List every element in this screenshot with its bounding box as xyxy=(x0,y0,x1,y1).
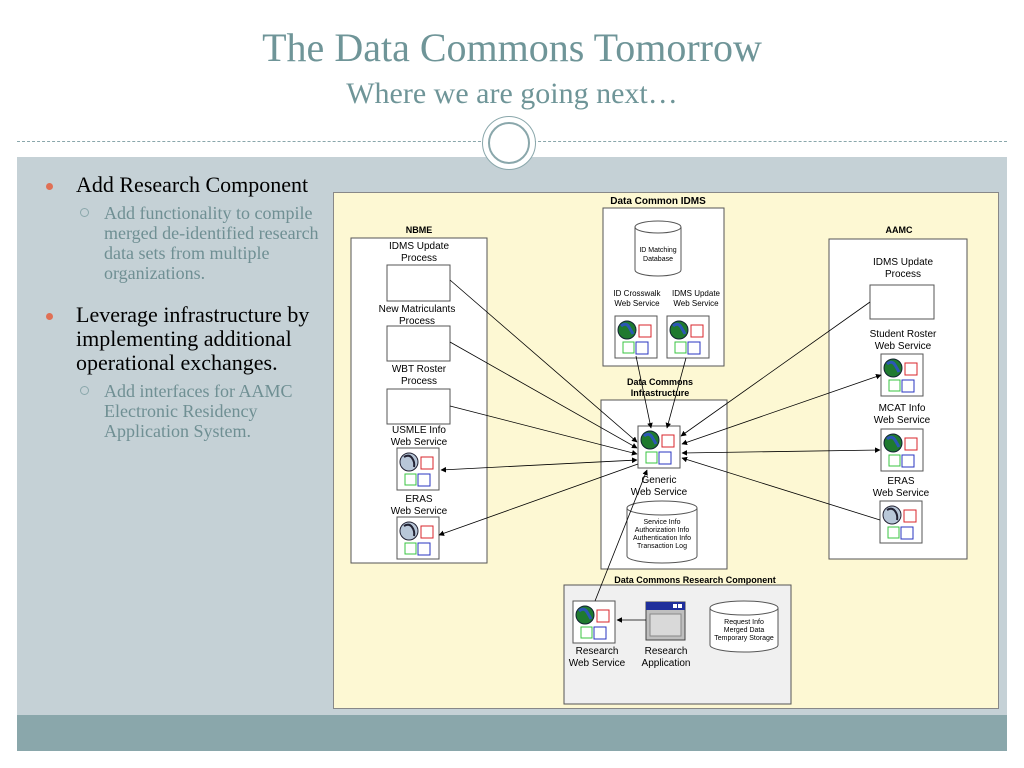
web-service-icon xyxy=(614,315,658,359)
nbme-idms-update-process xyxy=(386,264,451,302)
sub-bullet-ring-icon xyxy=(80,208,89,217)
sub-bullet-ring-icon xyxy=(80,386,89,395)
student-roster-web-service-icon xyxy=(880,353,924,397)
decorative-circle xyxy=(482,116,536,170)
aamc-idms-update-process xyxy=(869,284,935,320)
aamc-eras-web-service-icon xyxy=(879,500,923,544)
bullet-list: Add Research Component Add functionality… xyxy=(40,173,325,461)
aamc-title: AAMC xyxy=(886,225,913,235)
nbme-eras-web-service-icon xyxy=(396,516,440,560)
bullet-dot-icon xyxy=(46,183,53,190)
slide-title: The Data Commons Tomorrow xyxy=(262,25,762,70)
connector-arrows xyxy=(438,279,882,623)
sub-bullet-item: Add functionality to compile merged de-i… xyxy=(40,203,325,283)
usmle-web-service-icon xyxy=(396,447,440,491)
nbme-new-matriculants-process xyxy=(386,325,451,362)
bullet-item: Add Research Component xyxy=(40,173,325,197)
service-info-database-icon xyxy=(626,500,698,564)
mcat-web-service-icon xyxy=(880,428,924,472)
research-title: Data Commons Research Component xyxy=(614,575,776,585)
nbme-wbt-roster-process xyxy=(386,388,451,425)
sub-bullet-text: Add interfaces for AAMC Electronic Resid… xyxy=(104,381,293,441)
request-info-database-icon xyxy=(709,600,779,653)
bullet-item: Leverage infrastructure by implementing … xyxy=(40,303,325,375)
id-matching-database-icon xyxy=(634,220,682,277)
footer-bar xyxy=(17,715,1007,751)
generic-web-service-icon xyxy=(637,425,681,469)
idms-title: Data Common IDMS xyxy=(610,196,706,207)
sub-bullet-text: Add functionality to compile merged de-i… xyxy=(104,203,319,283)
web-service-icon xyxy=(666,315,710,359)
slide-subtitle: Where we are going next… xyxy=(346,77,678,110)
nbme-title: NBME xyxy=(406,225,433,235)
bullet-text: Add Research Component xyxy=(76,172,309,197)
sub-bullet-item: Add interfaces for AAMC Electronic Resid… xyxy=(40,381,325,441)
bullet-text: Leverage infrastructure by implementing … xyxy=(76,302,310,375)
research-application-window-icon xyxy=(645,601,686,641)
research-web-service-icon xyxy=(572,600,616,644)
bullet-dot-icon xyxy=(46,313,53,320)
